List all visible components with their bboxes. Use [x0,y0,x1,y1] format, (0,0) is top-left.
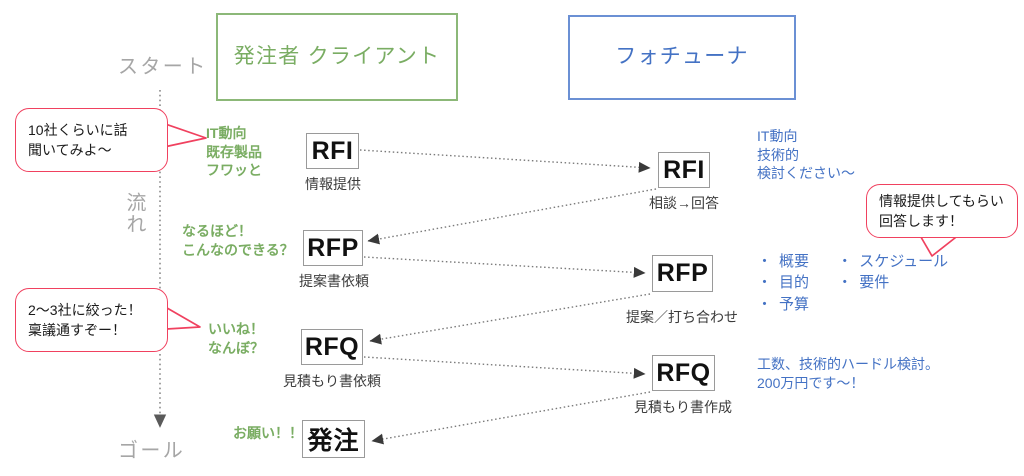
list-item: ・概要 [757,251,809,272]
node-client-rfq[interactable]: RFQ [301,329,363,365]
timeline-goal-label: ゴール [118,440,186,462]
party-box-vendor: フォチューナ [568,15,796,100]
list-item-label: 要件 [859,274,890,292]
list-item: ・要件 [837,272,948,293]
caption-vendor-rfp: 提案／打ち合わせ [626,309,738,325]
caption-client-rfp: 提案書依頼 [299,273,369,289]
node-vendor-rfq[interactable]: RFQ [652,355,715,391]
bullet-dot-icon: ・ [837,274,853,292]
rfp-bullet-column-1: ・概要 ・目的 ・予算 [757,251,809,315]
list-item: ・スケジュール [837,251,948,272]
vendor-note-rfi: IT動向 技術的 検討ください〜 [757,128,855,182]
node-vendor-rfp[interactable]: RFP [652,255,713,292]
vendor-note-rfq: 工数、技術的ハードル検討。 200万円です〜！ [757,356,939,391]
timeline-middle-label: 流れ [123,192,145,235]
list-item-label: 予算 [779,295,810,313]
caption-client-rfq: 見積もり書依頼 [283,373,381,389]
client-note-rfi: IT動向 既存製品 フワッと [206,125,262,179]
callout-narrowed-down: 2〜3社に絞った！ 稟議通すぞー！ [15,288,168,352]
node-client-order[interactable]: 発注 [302,420,365,458]
bullet-dot-icon: ・ [757,295,773,313]
node-client-rfi[interactable]: RFI [306,133,359,169]
node-vendor-rfi[interactable]: RFI [658,152,710,188]
bullet-dot-icon: ・ [837,253,853,270]
caption-vendor-rfq: 見積もり書作成 [634,399,732,415]
bullet-dot-icon: ・ [757,253,773,270]
caption-vendor-rfi: 相談→回答 [649,195,719,211]
list-item: ・予算 [757,294,809,315]
caption-client-rfi: 情報提供 [305,176,361,192]
callout-provide-info: 情報提供してもらい 回答します！ [866,184,1018,238]
node-client-rfp[interactable]: RFP [303,230,363,266]
rfp-bullet-list: ・概要 ・目的 ・予算 ・スケジュール ・要件 [757,251,948,315]
client-note-order: お願い！！ [233,425,303,441]
rfp-bullet-column-2: ・スケジュール ・要件 [837,251,948,294]
list-item-label: スケジュール [859,253,949,270]
list-item-label: 目的 [779,274,810,292]
list-item-label: 概要 [779,253,810,270]
list-item: ・目的 [757,272,809,293]
callout-10-companies: 10社くらいに話 聞いてみよ〜 [15,108,168,172]
party-box-client: 発注者 クライアント [216,13,458,101]
timeline-start-label: スタート [118,56,208,78]
client-note-rfp: なるほど！ こんなのできる？ [182,223,294,258]
bullet-dot-icon: ・ [757,274,773,292]
client-note-rfq: いいね！ なんぼ？ [208,321,264,356]
